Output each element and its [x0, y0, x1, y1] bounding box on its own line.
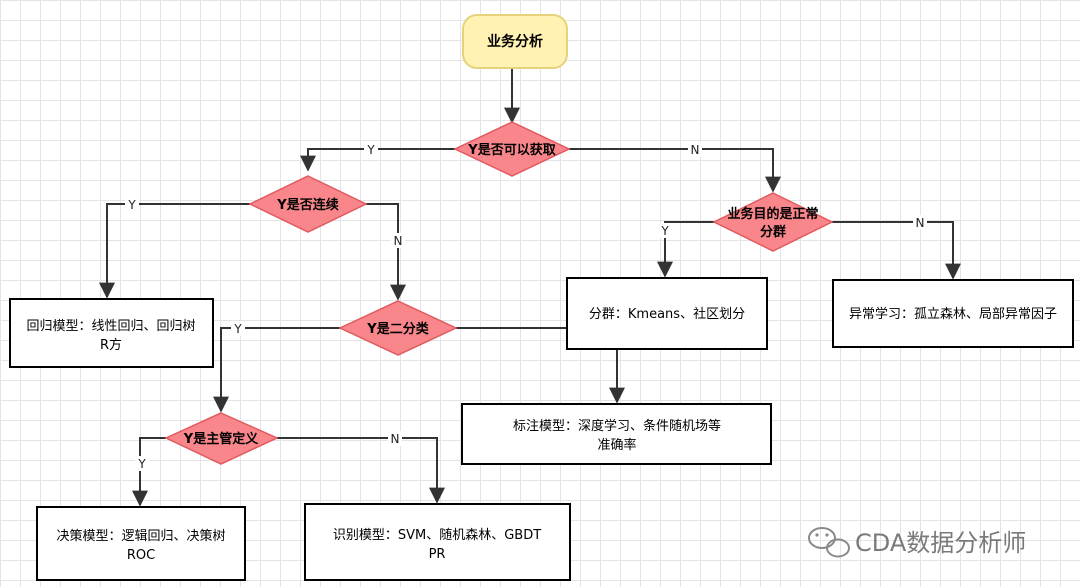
edge-continuous-no: [366, 203, 406, 301]
edge-label-continuous-no: N: [394, 234, 403, 248]
edge-subjective-no: [277, 437, 445, 504]
edge-label-subjective-no: N: [391, 432, 400, 446]
decision-binary: Y是二分类: [338, 300, 458, 356]
wechat-icon: [808, 527, 850, 558]
decision-binary-label: Y是二分类: [366, 321, 429, 337]
decision-continuous-label: Y是否连续: [276, 197, 338, 213]
edges: [99, 68, 961, 507]
decision-normal-group-label-1: 业务目的是正常: [727, 206, 818, 222]
regression-box-line-2: R方: [100, 337, 122, 353]
edge-normal-group-no: [832, 221, 961, 280]
clustering-box-label: 分群：Kmeans、社区划分: [589, 306, 745, 322]
edge-labels: Y N Y N Y N Y Y N: [125, 142, 927, 471]
watermark: CDA数据分析师: [808, 527, 1026, 558]
edge-continuous-yes: [99, 203, 250, 299]
watermark-text: CDA数据分析师: [855, 529, 1026, 557]
decision-normal-group: 业务目的是正常 分群: [712, 192, 834, 252]
edge-label-binary-yes: Y: [233, 322, 242, 336]
decision-model-box-line-2: ROC: [127, 548, 155, 563]
edge-label-normal-group-no: N: [916, 216, 925, 230]
labeling-box: 标注模型：深度学习、条件随机场等 准确率: [461, 403, 772, 465]
decision-available-label: Y是否可以获取: [467, 142, 556, 158]
recognition-box: 识别模型：SVM、随机森林、GBDT PR: [304, 503, 571, 581]
anomaly-box-label: 异常学习：孤立森林、局部异常因子: [849, 306, 1057, 322]
decision-continuous: Y是否连续: [248, 175, 368, 233]
clustering-box: 分群：Kmeans、社区划分: [566, 277, 768, 350]
edge-available-no: [569, 148, 781, 193]
labeling-box-line-1: 标注模型：深度学习、条件随机场等: [513, 418, 721, 434]
edge-label-subjective-yes: Y: [137, 457, 146, 471]
edge-label-normal-group-yes: Y: [660, 224, 669, 238]
edge-available-yes: [300, 148, 455, 172]
decision-available: Y是否可以获取: [453, 121, 571, 177]
edge-label-available-yes: Y: [366, 143, 375, 157]
recognition-box-line-1: 识别模型：SVM、随机森林、GBDT: [333, 528, 541, 543]
decision-model-box: 决策模型：逻辑回归、决策树 ROC: [36, 506, 246, 581]
edge-label-available-no: N: [691, 143, 700, 157]
decision-model-box-line-1: 决策模型：逻辑回归、决策树: [56, 528, 225, 544]
regression-box-line-1: 回归模型：线性回归、回归树: [26, 319, 195, 334]
labeling-box-line-2: 准确率: [597, 437, 636, 453]
decision-subjective-label: Y是主管定义: [183, 431, 259, 447]
decision-normal-group-label-2: 分群: [760, 224, 786, 240]
recognition-box-line-2: PR: [429, 547, 446, 562]
edge-binary-yes: [213, 327, 340, 413]
start-node-label: 业务分析: [487, 33, 543, 50]
edge-normal-group-yes: [657, 221, 714, 278]
anomaly-box: 异常学习：孤立森林、局部异常因子: [832, 279, 1074, 348]
start-node: 业务分析: [462, 14, 568, 69]
decision-subjective: Y是主管定义: [164, 412, 279, 465]
edge-subjective-yes: [132, 437, 166, 507]
edge-label-continuous-yes: Y: [127, 198, 136, 212]
regression-box: 回归模型：线性回归、回归树 R方: [9, 298, 214, 368]
